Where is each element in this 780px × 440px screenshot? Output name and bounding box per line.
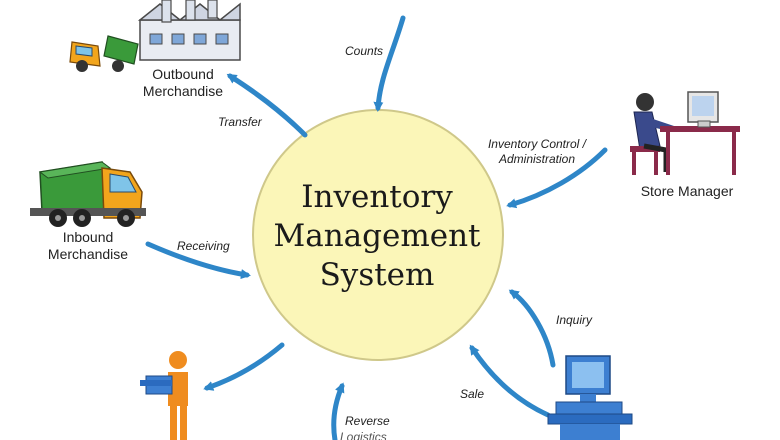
- receiving-arrow: [145, 241, 251, 280]
- outbound-label-line-1: Outbound: [152, 66, 214, 82]
- factory-truck-icon: [69, 0, 241, 72]
- inventory-control-line-1: Inventory Control /: [487, 137, 587, 151]
- receiving-flow-label: Receiving: [177, 239, 230, 253]
- person-at-computer-icon: [630, 91, 740, 175]
- sale-arrow: [469, 344, 551, 418]
- person-with-box-icon: [140, 351, 188, 440]
- outbound-label-line-2: Merchandise: [142, 83, 224, 99]
- computer-terminal-icon: [547, 355, 633, 440]
- inquiry-arrow: [508, 289, 556, 368]
- counts-arrow: [373, 15, 406, 112]
- inbound-label-line-1: Inbound: [62, 229, 114, 245]
- inquiry-flow-label: Inquiry: [556, 313, 593, 327]
- transfer-flow-label: Transfer: [218, 115, 262, 129]
- truck-icon: [30, 161, 146, 227]
- transfer-arrow: [226, 73, 308, 138]
- center-title-line-2: Management: [273, 218, 481, 254]
- reverse-flow-label: Reverse: [345, 414, 390, 428]
- reverse-flow-label-cut: Logistics: [340, 430, 387, 440]
- center-title-line-1: Inventory: [301, 179, 453, 215]
- inventory-control-flow-label: Inventory Control / Administration: [472, 137, 602, 167]
- customer-arrow: [203, 342, 285, 391]
- reverse-arrow: [331, 382, 345, 440]
- inbound-label: Inbound Merchandise: [28, 229, 148, 263]
- store-manager-label: Store Manager: [640, 183, 734, 199]
- counts-flow-label: Counts: [345, 44, 384, 58]
- inventory-control-line-2: Administration: [498, 152, 576, 166]
- center-title-line-3: System: [319, 257, 435, 293]
- sale-flow-label: Sale: [460, 387, 485, 401]
- inventory-control-arrow: [506, 147, 608, 209]
- inbound-label-line-2: Merchandise: [47, 246, 129, 262]
- center-title: Inventory Management System: [262, 178, 492, 295]
- outbound-label: Outbound Merchandise: [123, 66, 243, 100]
